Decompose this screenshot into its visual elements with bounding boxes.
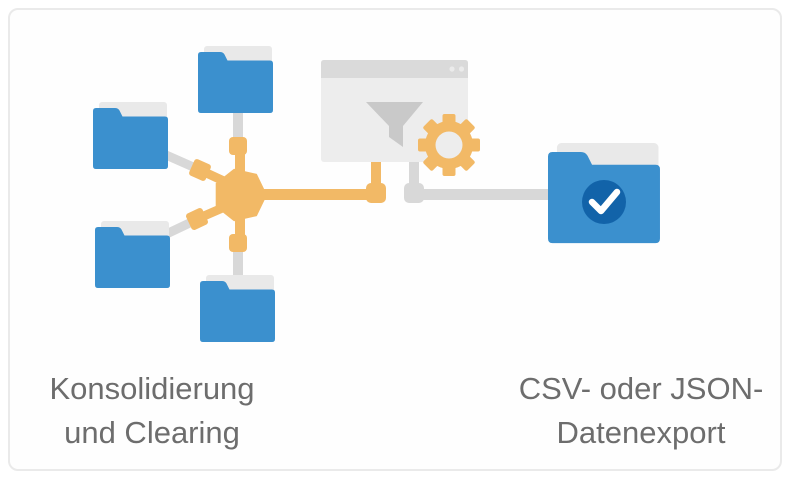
gear-icon: [418, 114, 480, 176]
folder-icon: [95, 221, 170, 288]
folder-icon: [198, 46, 273, 113]
folder-icon: [200, 275, 275, 342]
window-dot: [458, 66, 465, 72]
caption-export: CSV- oder JSON- Datenexport: [491, 367, 791, 455]
connector-bottom-folder: [233, 248, 243, 280]
check-circle: [582, 180, 626, 224]
connector-top-folder: [233, 110, 243, 140]
connector-window-to-export-folder: [404, 158, 549, 203]
check-icon: [588, 188, 621, 215]
caption-export-line1: CSV- oder JSON-: [518, 371, 764, 406]
window-dot: [449, 66, 455, 72]
caption-export-line2: Datenexport: [556, 415, 726, 450]
caption-consolidation-line1: Konsolidierung: [49, 371, 255, 406]
funnel-icon: [366, 102, 423, 147]
hub-arm-bottom: [229, 215, 247, 252]
caption-consolidation-line2: und Clearing: [64, 415, 240, 450]
caption-consolidation: Konsolidierung und Clearing: [2, 367, 302, 455]
folder-icon: [93, 102, 168, 169]
hub-arm-top: [229, 137, 247, 175]
hub-icon: [215, 168, 267, 222]
connector-hub-to-window: [260, 158, 386, 203]
export-folder: [548, 143, 660, 244]
